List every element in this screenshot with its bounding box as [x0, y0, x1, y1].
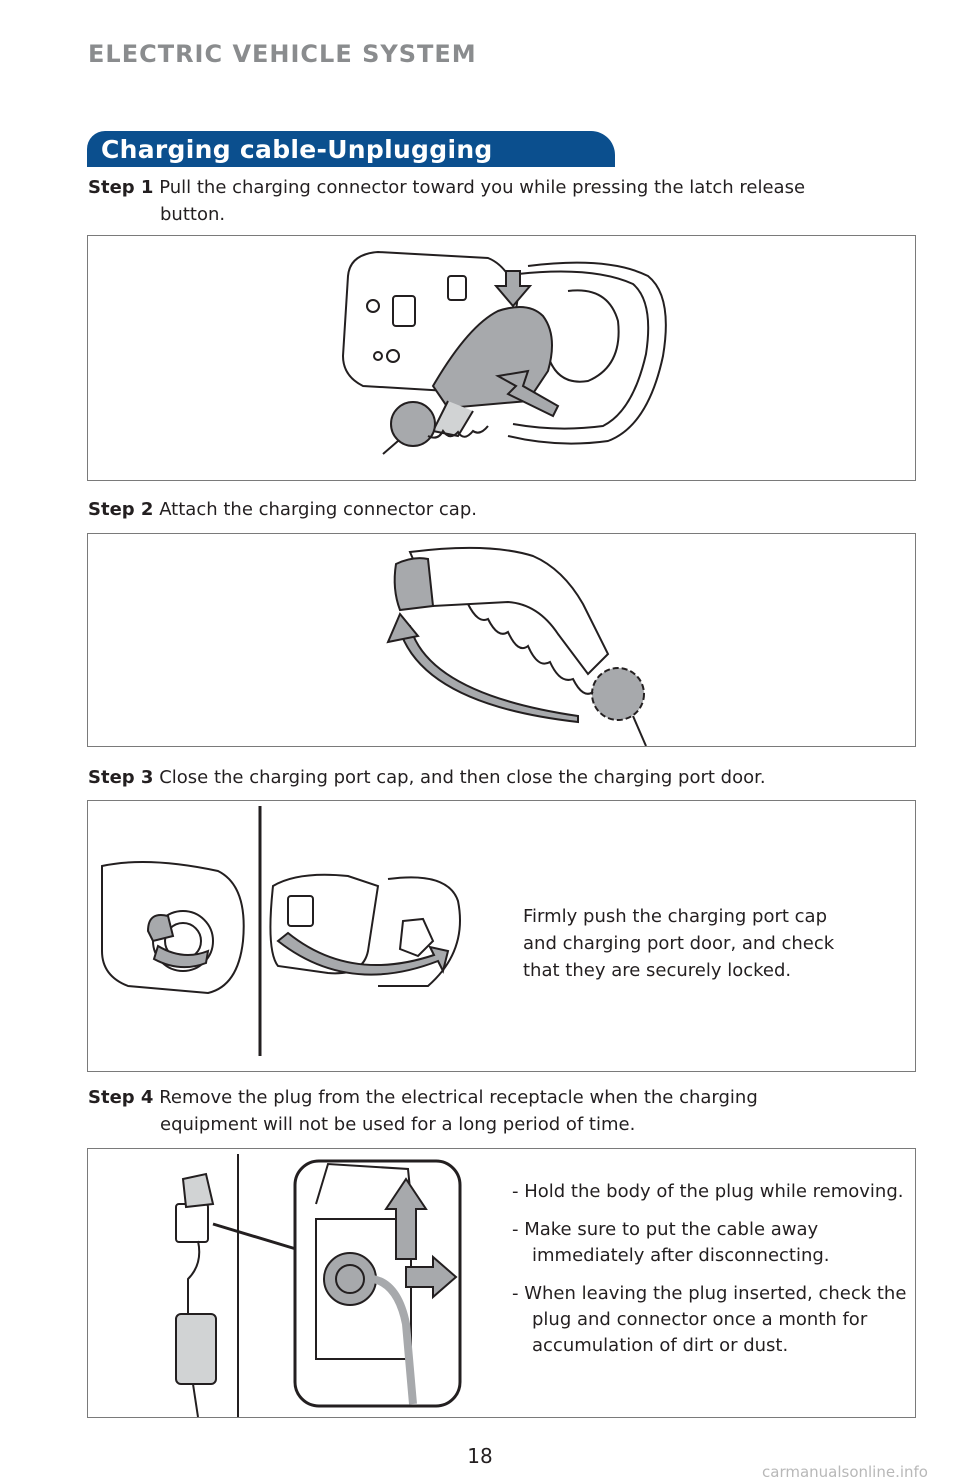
list-item: - Make sure to put the cable away immedi…	[512, 1219, 830, 1266]
step-4-bullet-list: - Hold the body of the plug while removi…	[506, 1179, 915, 1371]
step-3: Step 3 Close the charging port cap, and …	[88, 764, 766, 791]
list-item: - When leaving the plug inserted, check …	[512, 1283, 907, 1356]
step-3-note: Firmly push the charging port cap and ch…	[523, 903, 834, 984]
remove-plug-illustration	[175, 1154, 462, 1417]
step-4-text-cont: equipment will not be used for a long pe…	[160, 1114, 636, 1135]
step-3-label: Step 3	[88, 767, 154, 788]
step-1-label: Step 1	[88, 177, 154, 198]
step-4: Step 4 Remove the plug from the electric…	[88, 1084, 758, 1138]
step-1-text: Pull the charging connector toward you w…	[159, 177, 806, 198]
step-1-text-cont: button.	[160, 204, 226, 225]
step-2-label: Step 2	[88, 499, 154, 520]
step-1: Step 1 Pull the charging connector towar…	[88, 174, 805, 228]
step-3-note-line: and charging port door, and check	[523, 933, 835, 954]
step-3-text: Close the charging port cap, and then cl…	[159, 767, 766, 788]
step-3-illustration-panel: Firmly push the charging port cap and ch…	[87, 800, 916, 1072]
step-2: Step 2 Attach the charging connector cap…	[88, 496, 477, 523]
unplug-connector-illustration	[341, 250, 667, 455]
page-number: 18	[467, 1444, 493, 1468]
step-4-illustration-panel: - Hold the body of the plug while removi…	[87, 1148, 916, 1418]
step-3-note-line: Firmly push the charging port cap	[523, 906, 828, 927]
step-4-label: Step 4	[88, 1087, 154, 1108]
watermark: carmanualsonline.info	[762, 1463, 928, 1481]
section-title: Charging cable-Unplugging	[87, 131, 615, 167]
list-item: - Hold the body of the plug while removi…	[512, 1181, 904, 1202]
close-port-illustration	[101, 806, 461, 1056]
attach-cap-illustration	[386, 546, 647, 746]
chapter-header: ELECTRIC VEHICLE SYSTEM	[88, 40, 477, 68]
step-2-illustration	[87, 533, 916, 747]
step-2-text: Attach the charging connector cap.	[159, 499, 477, 520]
step-3-note-line: that they are securely locked.	[523, 960, 792, 981]
step-1-illustration	[87, 235, 916, 481]
step-4-text: Remove the plug from the electrical rece…	[159, 1087, 758, 1108]
